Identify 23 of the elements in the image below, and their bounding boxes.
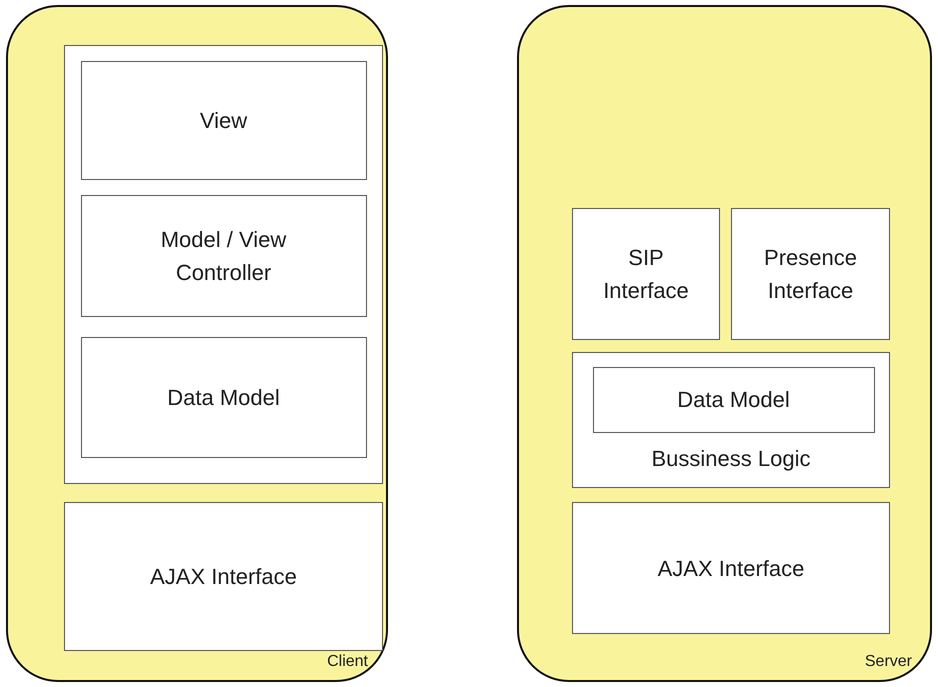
- layer-box: [64, 502, 383, 651]
- layer-label: AJAX Interface: [656, 554, 806, 582]
- layer-label: Data Model: [166, 384, 281, 412]
- tier-label: Server: [864, 652, 912, 672]
- layer-box: [572, 208, 720, 340]
- layer-label: Data Model: [676, 386, 791, 414]
- tier-panel: [6, 5, 388, 682]
- layer-box: [731, 208, 890, 340]
- layer-box: [592, 366, 874, 432]
- layer-box: [80, 194, 366, 316]
- layer-label: Model / View Controller: [160, 226, 288, 286]
- tier-label: Client: [327, 652, 368, 672]
- container-box: [64, 45, 383, 484]
- layer-box: [80, 336, 366, 458]
- layer-label: Presence Interface: [763, 244, 858, 305]
- tier-panel: [517, 5, 932, 682]
- layer-label: AJAX Interface: [149, 563, 298, 591]
- layer-label: Bussiness Logic: [650, 445, 812, 473]
- layer-box: [80, 60, 366, 180]
- layer-box: [572, 352, 890, 488]
- layer-label: SIP Interface: [602, 244, 690, 305]
- layer-label: View: [198, 106, 248, 134]
- layer-box: [572, 502, 890, 634]
